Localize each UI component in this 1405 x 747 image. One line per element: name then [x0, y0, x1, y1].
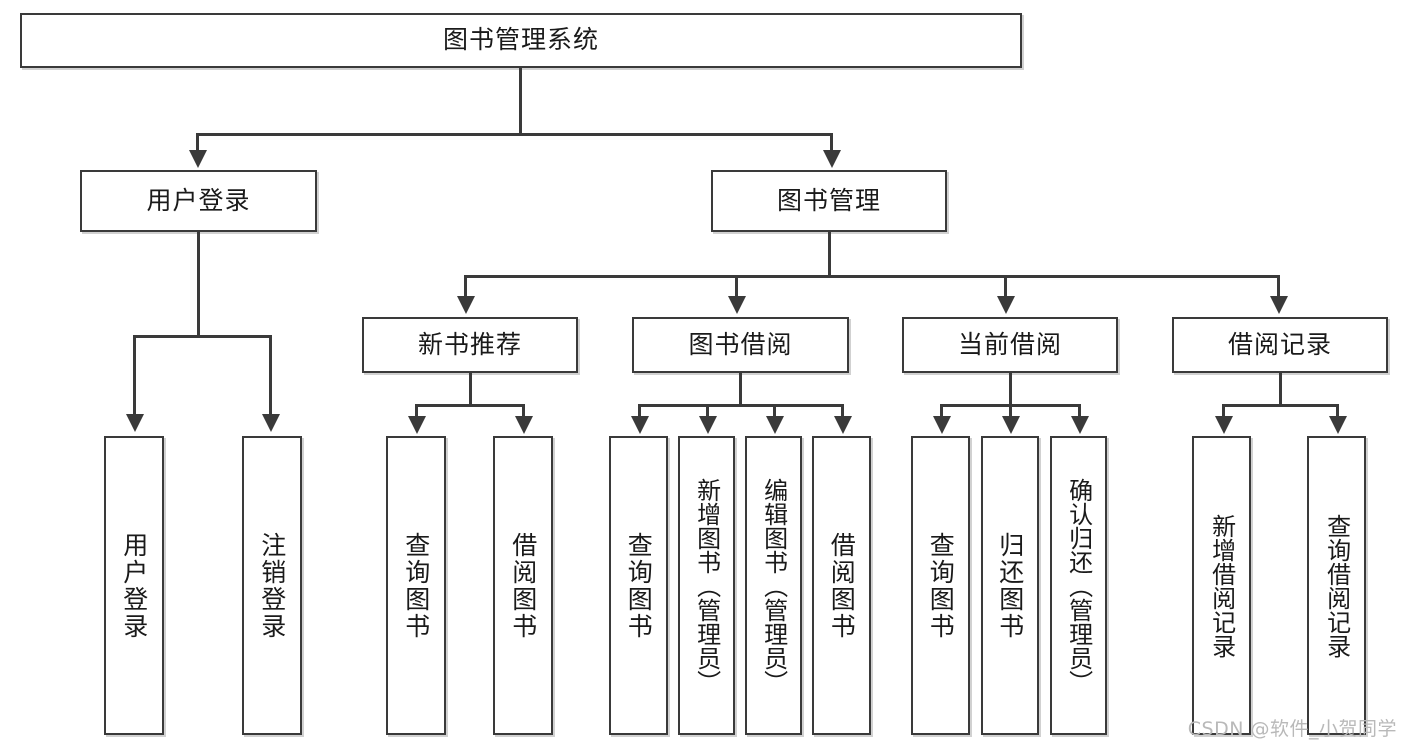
- connector-borrow-record-stem: [1279, 373, 1282, 406]
- leaf-borrow-book[interactable]: 借阅图书: [812, 436, 871, 735]
- connector-new-book-drop-1: [415, 404, 418, 418]
- node-label: 新增图书（管理员）: [692, 477, 721, 694]
- node-root-system[interactable]: 图书管理系统: [20, 13, 1022, 68]
- node-label: 借阅记录: [1227, 329, 1332, 359]
- node-new-book-recommend[interactable]: 新书推荐: [362, 317, 578, 373]
- leaf-confirm-return-admin[interactable]: 确认归还（管理员）: [1050, 436, 1107, 735]
- arrow-to-leaf-query-book-3: [933, 416, 951, 434]
- connector-current-borrow-drop-1: [940, 404, 943, 418]
- connector-borrow-record-drop-2: [1336, 404, 1339, 418]
- arrow-to-new-book-recommend: [457, 296, 475, 314]
- arrow-to-leaf-logout: [262, 414, 280, 432]
- leaf-logout[interactable]: 注销登录: [242, 436, 302, 735]
- node-label: 查询图书: [926, 531, 956, 640]
- connector-book-borrow-stem: [739, 373, 742, 406]
- arrow-to-leaf-borrow-book-2: [834, 416, 852, 434]
- node-current-borrow[interactable]: 当前借阅: [902, 317, 1118, 373]
- leaf-add-borrow-record[interactable]: 新增借阅记录: [1192, 436, 1251, 735]
- connector-book-borrow-bus: [638, 404, 844, 407]
- leaf-edit-book-admin[interactable]: 编辑图书（管理员）: [745, 436, 802, 735]
- arrow-to-user-login: [189, 150, 207, 168]
- connector-current-borrow-drop-2: [1009, 404, 1012, 418]
- connector-new-book-drop-2: [522, 404, 525, 418]
- connector-user-login-drop-1: [133, 335, 136, 417]
- connector-user-login-drop-2: [269, 335, 272, 417]
- connector-level3-drop-1: [464, 275, 467, 300]
- arrow-to-leaf-query-book-1: [408, 416, 426, 434]
- connector-new-book-stem: [469, 373, 472, 406]
- connector-level2-drop-right: [830, 133, 833, 155]
- arrow-to-borrow-record: [1270, 296, 1288, 314]
- connector-book-borrow-drop-1: [638, 404, 641, 418]
- node-borrow-record[interactable]: 借阅记录: [1172, 317, 1388, 373]
- connector-book-borrow-drop-3: [773, 404, 776, 418]
- node-label: 注销登录: [257, 531, 287, 640]
- connector-level2-drop-left: [196, 133, 199, 155]
- leaf-query-book-borrow[interactable]: 查询图书: [609, 436, 668, 735]
- arrow-to-leaf-query-record: [1329, 416, 1347, 434]
- node-label: 新书推荐: [417, 329, 522, 359]
- arrow-to-leaf-query-book-2: [631, 416, 649, 434]
- node-label: 用户登录: [146, 185, 251, 215]
- connector-book-manage-stem: [828, 232, 831, 277]
- connector-level3-bus: [464, 275, 1280, 278]
- node-label: 图书管理系统: [442, 25, 599, 55]
- node-label: 编辑图书（管理员）: [759, 477, 788, 694]
- node-label: 图书借阅: [688, 329, 793, 359]
- leaf-borrow-book-recommend[interactable]: 借阅图书: [493, 436, 553, 735]
- connector-user-login-bus: [133, 335, 272, 338]
- leaf-query-book-recommend[interactable]: 查询图书: [386, 436, 446, 735]
- node-label: 确认归还（管理员）: [1064, 477, 1093, 694]
- node-book-borrow[interactable]: 图书借阅: [632, 317, 849, 373]
- connector-level3-drop-2: [735, 275, 738, 300]
- node-label: 当前借阅: [957, 329, 1062, 359]
- node-label: 借阅图书: [827, 531, 857, 640]
- connector-user-login-stem: [197, 232, 200, 337]
- connector-current-borrow-drop-3: [1078, 404, 1081, 418]
- leaf-query-borrow-record[interactable]: 查询借阅记录: [1307, 436, 1366, 735]
- arrow-to-leaf-edit-book: [766, 416, 784, 434]
- leaf-user-login[interactable]: 用户登录: [104, 436, 164, 735]
- arrow-to-current-borrow: [997, 296, 1015, 314]
- node-label: 归还图书: [995, 531, 1025, 640]
- connector-book-borrow-drop-4: [841, 404, 844, 418]
- node-label: 借阅图书: [508, 531, 538, 640]
- arrow-to-book-manage: [823, 150, 841, 168]
- node-label: 新增借阅记录: [1207, 513, 1236, 658]
- connector-borrow-record-drop-1: [1222, 404, 1225, 418]
- leaf-add-book-admin[interactable]: 新增图书（管理员）: [678, 436, 735, 735]
- node-label: 查询借阅记录: [1322, 513, 1351, 658]
- leaf-query-book-current[interactable]: 查询图书: [911, 436, 970, 735]
- connector-root-stem: [519, 68, 522, 135]
- connector-current-borrow-stem: [1009, 373, 1012, 406]
- connector-book-borrow-drop-2: [706, 404, 709, 418]
- arrow-to-leaf-add-book: [699, 416, 717, 434]
- arrow-to-book-borrow: [728, 296, 746, 314]
- connector-level2-bus: [196, 133, 833, 136]
- leaf-return-book[interactable]: 归还图书: [981, 436, 1039, 735]
- connector-level3-drop-3: [1004, 275, 1007, 300]
- arrow-to-leaf-confirm-return: [1071, 416, 1089, 434]
- node-label: 查询图书: [401, 531, 431, 640]
- connector-borrow-record-bus: [1222, 404, 1339, 407]
- node-label: 查询图书: [624, 531, 654, 640]
- arrow-to-leaf-return-book: [1002, 416, 1020, 434]
- node-label: 图书管理: [776, 185, 881, 215]
- node-book-manage[interactable]: 图书管理: [711, 170, 947, 232]
- arrow-to-leaf-borrow-book-1: [515, 416, 533, 434]
- node-label: 用户登录: [119, 531, 149, 640]
- connector-new-book-bus: [415, 404, 525, 407]
- arrow-to-leaf-user-login: [126, 414, 144, 432]
- node-user-login[interactable]: 用户登录: [80, 170, 317, 232]
- connector-level3-drop-4: [1277, 275, 1280, 300]
- arrow-to-leaf-add-record: [1215, 416, 1233, 434]
